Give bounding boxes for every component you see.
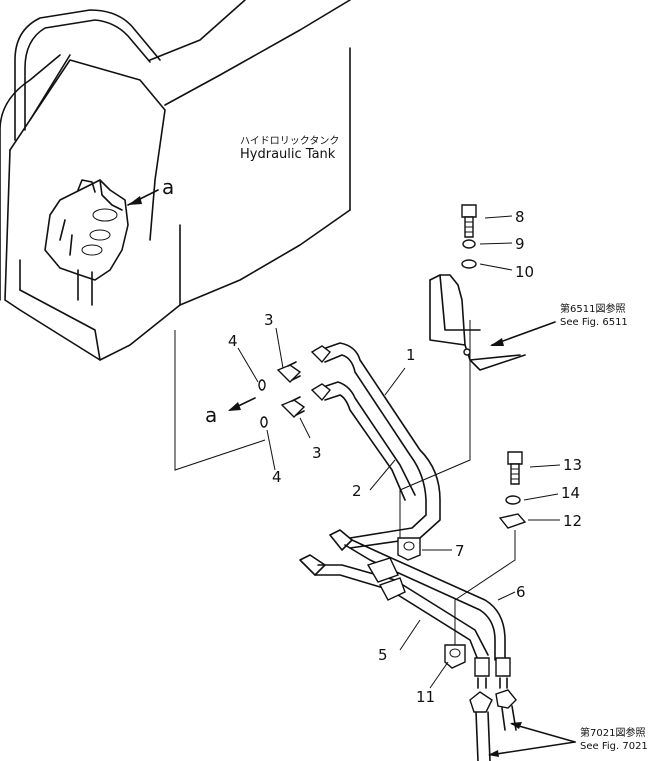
bolt-8 — [462, 205, 476, 237]
part-number-13: 13 — [563, 456, 582, 474]
reference-arrow-7021 — [488, 722, 575, 757]
mounting-bracket — [430, 275, 525, 370]
o-ring-lower — [261, 417, 267, 427]
part-number-5: 5 — [378, 646, 388, 664]
reference-6511-jp: 第6511図参照 — [560, 302, 625, 315]
part-number-3-lower: 3 — [312, 444, 322, 462]
hose-1 — [312, 343, 440, 548]
part-number-2: 2 — [352, 482, 362, 500]
part-number-4-upper: 4 — [228, 332, 238, 350]
clamp-7 — [398, 538, 420, 560]
view-a-label-left: a — [205, 403, 217, 427]
plate-12 — [500, 514, 525, 528]
view-a-label-top: a — [162, 175, 174, 199]
tank-label-jp: ハイドロリックタンク — [240, 135, 339, 147]
part-number-11: 11 — [416, 688, 435, 706]
part-number-9: 9 — [515, 235, 525, 253]
clamp-11 — [445, 645, 465, 668]
view-a-arrow-top: a — [128, 175, 174, 205]
tank-label-en: Hydraulic Tank — [240, 147, 336, 162]
reference-arrow-6511 — [490, 322, 555, 346]
leader-lines — [175, 320, 515, 650]
part-number-8: 8 — [515, 208, 525, 226]
bolt-13 — [508, 452, 522, 484]
reference-7021-en: See Fig. 7021 — [580, 741, 648, 752]
elbow-fitting-lower — [282, 397, 304, 417]
hose-2 — [312, 382, 415, 500]
washer-10 — [462, 260, 476, 268]
elbow-fitting-upper — [278, 362, 300, 382]
o-ring-upper — [259, 380, 265, 390]
view-a-arrow-left: a — [205, 398, 255, 427]
part-number-3-upper: 3 — [264, 311, 274, 329]
part-number-7: 7 — [455, 542, 465, 560]
washer-14 — [506, 496, 520, 504]
pipe-6 — [330, 530, 505, 660]
part-number-1: 1 — [406, 346, 416, 364]
part-leaders — [238, 216, 560, 688]
washer-9 — [463, 240, 475, 248]
reference-6511-en: See Fig. 6511 — [560, 317, 628, 328]
part-number-6: 6 — [516, 583, 526, 601]
part-number-10: 10 — [515, 263, 534, 281]
pipe-5 — [300, 555, 488, 660]
part-number-4-lower: 4 — [272, 468, 282, 486]
control-valve — [45, 180, 128, 305]
part-number-12: 12 — [563, 512, 582, 530]
reference-7021-jp: 第7021図参照 — [580, 726, 645, 739]
hydraulic-tank — [0, 0, 350, 360]
part-number-14: 14 — [561, 484, 580, 502]
hose-ends-bottom — [470, 658, 516, 761]
